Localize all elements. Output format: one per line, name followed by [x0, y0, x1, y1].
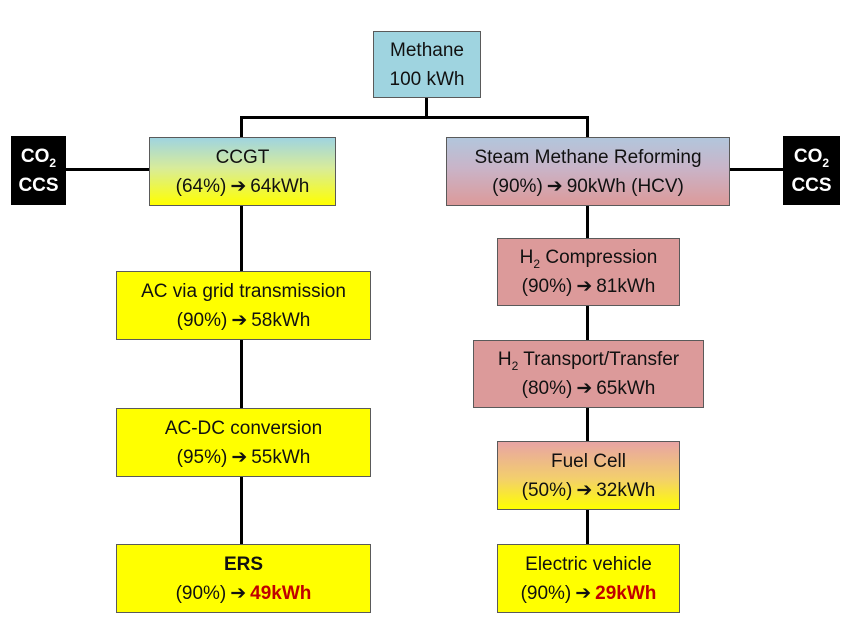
co2-ccs-left-node: CO2 CCS: [11, 136, 66, 205]
arrow-icon: ➔: [231, 309, 248, 331]
node-efficiency: (90%)➔29kWh: [520, 582, 657, 604]
node-title: AC-DC conversion: [164, 417, 323, 439]
node-title: H2 Transport/Transfer: [497, 349, 680, 373]
node-efficiency: (64%)➔64kWh: [175, 175, 310, 197]
methane-label: Methane: [390, 39, 464, 61]
steam-methane-reforming-node: Steam Methane Reforming (90%)➔90kWh (HCV…: [446, 137, 730, 206]
final-output: 49kWh: [250, 582, 312, 604]
node-title: AC via grid transmission: [141, 280, 346, 302]
node-title: ERS: [223, 553, 264, 575]
node-efficiency: (50%)➔32kWh: [521, 479, 656, 501]
arrow-icon: ➔: [576, 378, 593, 399]
arrow-icon: ➔: [546, 175, 563, 197]
arrow-icon: ➔: [575, 582, 592, 604]
connector-left-drop: [240, 116, 243, 137]
methane-node: Methane 100 kWh: [373, 31, 481, 98]
node-efficiency: (95%)➔55kWh: [176, 446, 311, 468]
connector-ccs-right: [729, 168, 784, 171]
fuel-cell-node: Fuel Cell (50%)➔32kWh: [497, 441, 680, 510]
node-efficiency: (90%)➔49kWh: [175, 582, 312, 604]
node-title: Electric vehicle: [525, 553, 652, 575]
node-efficiency: (90%)➔58kWh: [176, 309, 311, 331]
arrow-icon: ➔: [230, 582, 247, 604]
arrow-icon: ➔: [576, 479, 593, 501]
ers-node: ERS (90%)➔49kWh: [116, 544, 371, 613]
ac-grid-transmission-node: AC via grid transmission (90%)➔58kWh: [116, 271, 371, 340]
node-title: CCGT: [215, 146, 270, 168]
arrow-icon: ➔: [231, 446, 248, 468]
ccgt-node: CCGT (64%)➔64kWh: [149, 137, 336, 206]
node-title: Steam Methane Reforming: [474, 146, 702, 168]
connector-horizontal-bar: [240, 116, 588, 119]
electric-vehicle-node: Electric vehicle (90%)➔29kWh: [497, 544, 680, 613]
connector-ccs-left: [65, 168, 149, 171]
connector-left-vertical: [240, 205, 243, 545]
methane-value: 100 kWh: [389, 68, 465, 90]
connector-right-drop: [586, 116, 589, 137]
node-efficiency: (90%)➔81kWh: [521, 276, 656, 297]
final-output: 29kWh: [595, 582, 657, 604]
ac-dc-conversion-node: AC-DC conversion (95%)➔55kWh: [116, 408, 371, 477]
node-efficiency: (90%)➔90kWh (HCV): [492, 175, 684, 197]
co2-label: CO2: [20, 145, 57, 170]
co2-ccs-right-node: CO2 CCS: [783, 136, 840, 205]
arrow-icon: ➔: [230, 175, 247, 197]
h2-compression-node: H2 Compression (90%)➔81kWh: [497, 238, 680, 306]
ccs-label: CCS: [18, 174, 59, 196]
co2-label: CO2: [793, 145, 830, 170]
arrow-icon: ➔: [576, 276, 593, 297]
node-title: H2 Compression: [519, 247, 658, 271]
h2-transport-transfer-node: H2 Transport/Transfer (80%)➔65kWh: [473, 340, 704, 408]
node-efficiency: (80%)➔65kWh: [521, 378, 656, 399]
ccs-label: CCS: [791, 174, 832, 196]
connector-root-down: [425, 97, 428, 118]
node-title: Fuel Cell: [551, 450, 626, 472]
